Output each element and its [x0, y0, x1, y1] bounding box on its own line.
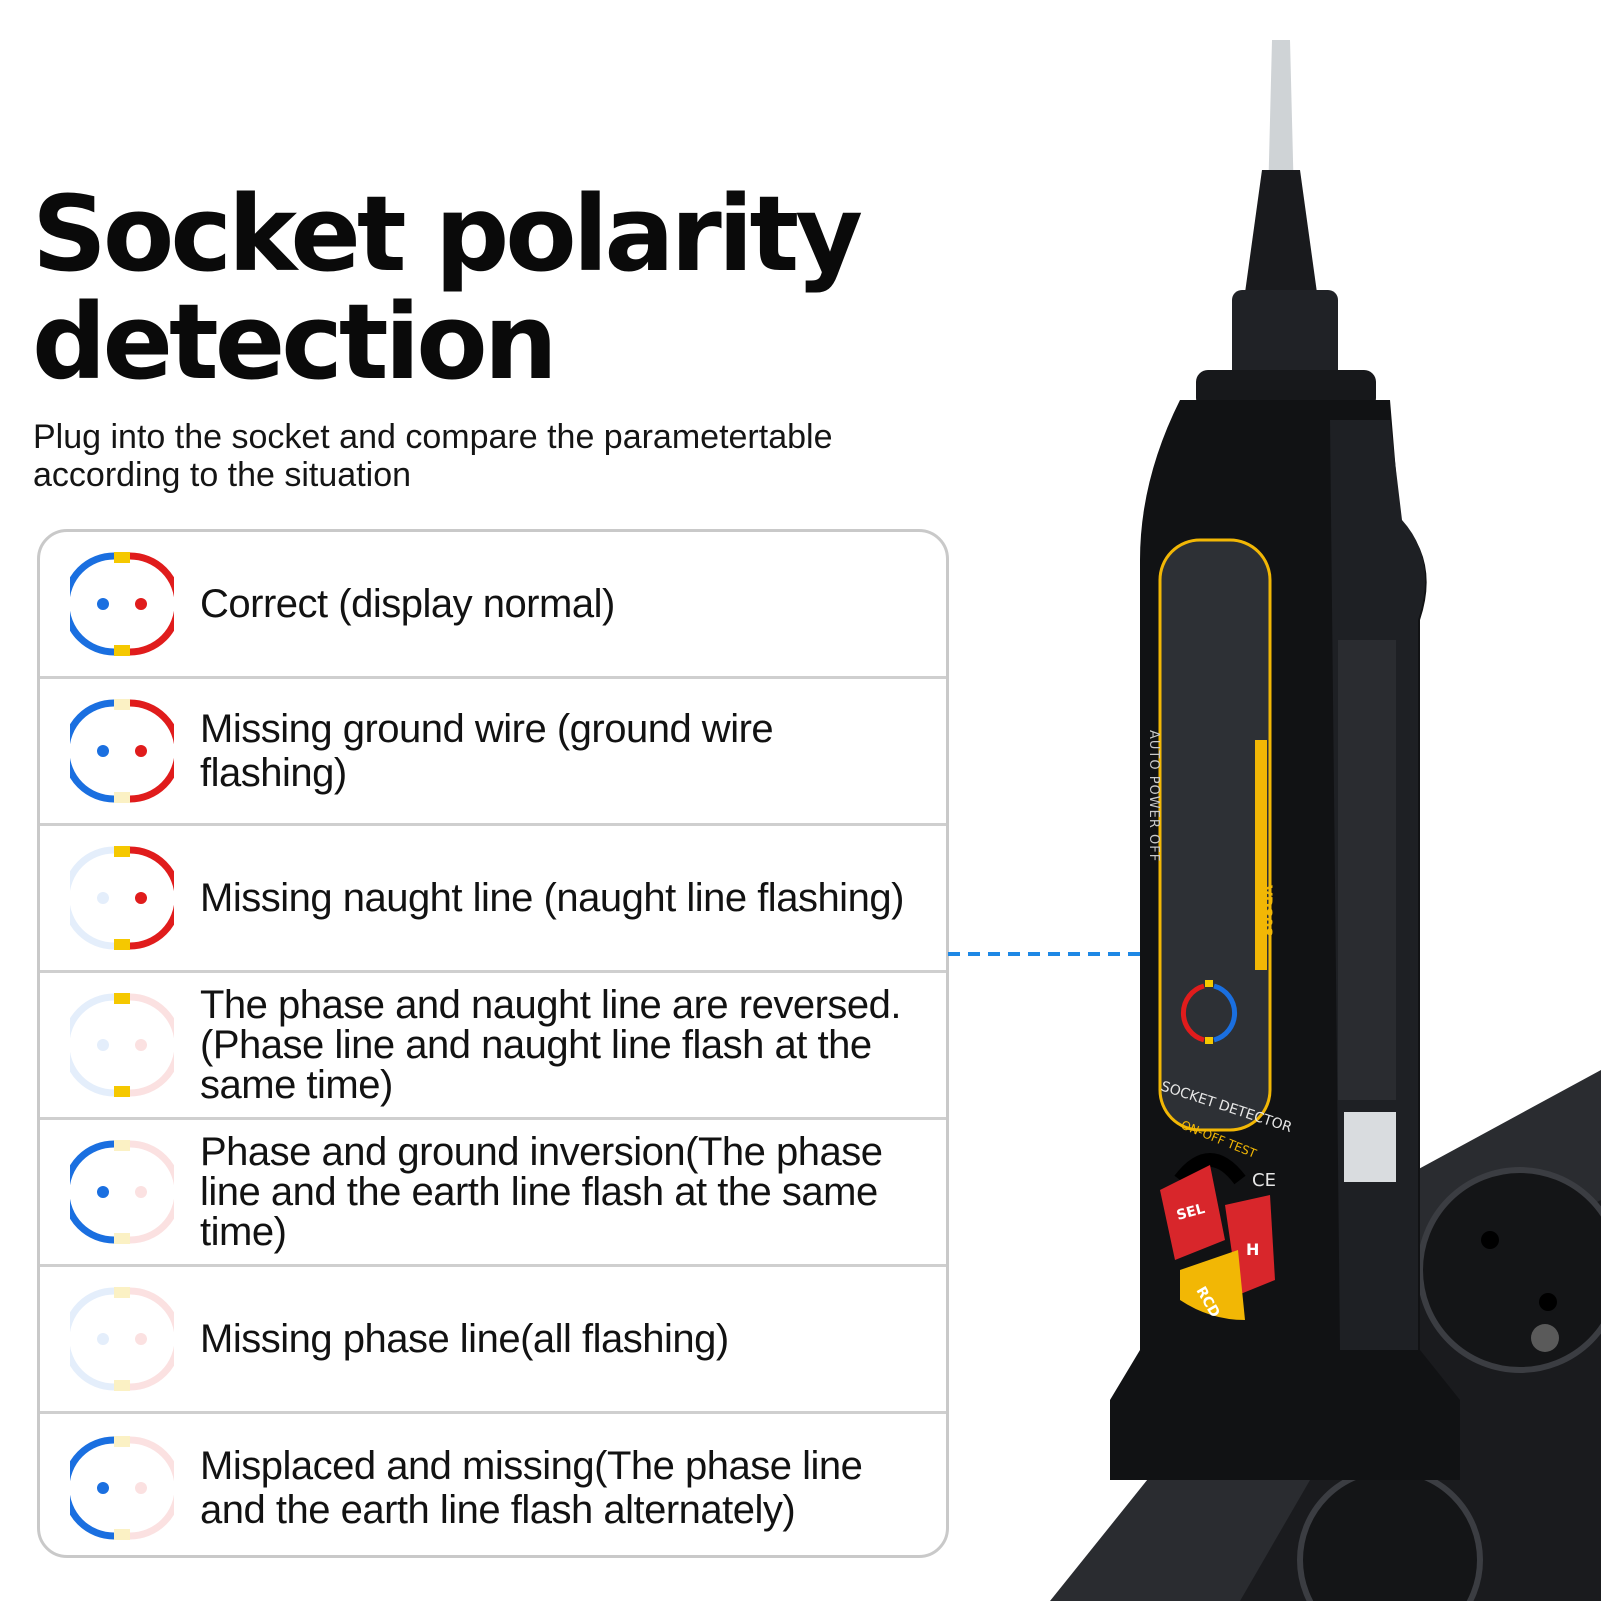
detector-body: AUTO POWER OFF VD808 SOCKET DETECTOR ON-… [1110, 400, 1460, 1480]
probe-tip [1196, 40, 1376, 410]
socket-status-icon [70, 699, 174, 803]
row-label: The phase and naught line are reversed.(… [200, 983, 902, 1107]
sel-button-label: SEL [1175, 1201, 1207, 1224]
display-socket-icon [1180, 980, 1238, 1044]
h-button-label: H [1246, 1240, 1259, 1259]
table-row: Missing ground wire (ground wire flashin… [40, 679, 946, 826]
table-row: Missing naught line (naught line flashin… [40, 826, 946, 973]
socket-status-icon [70, 1140, 174, 1244]
socket-status-icon [70, 552, 174, 656]
table-row: Missing phase line(all flashing) [40, 1267, 946, 1414]
table-row: Misplaced and missing(The phase line and… [40, 1414, 946, 1555]
row-label: Misplaced and missing(The phase line and… [200, 1443, 863, 1532]
ce-mark: CE [1252, 1170, 1276, 1191]
row-label: Missing phase line(all flashing) [200, 1317, 729, 1361]
table-row: Correct (display normal) [40, 532, 946, 679]
side-text: AUTO POWER OFF [1146, 730, 1161, 862]
row-label: Correct (display normal) [200, 582, 615, 626]
sel-button[interactable]: SEL [1160, 1165, 1225, 1260]
table-row: The phase and naught line are reversed.(… [40, 973, 946, 1120]
socket-detector-device: AUTO POWER OFF VD808 SOCKET DETECTOR ON-… [1050, 40, 1601, 1601]
status-table: Correct (display normal) Missing ground … [37, 529, 949, 1558]
title-line-2: detection [32, 281, 558, 403]
row-label: Phase and ground inversion(The phase lin… [200, 1130, 883, 1254]
title-line-1: Socket polarity [32, 173, 863, 295]
socket-status-icon [70, 1435, 174, 1540]
page-title: Socket polarity detection [32, 173, 863, 403]
table-row: Phase and ground inversion(The phase lin… [40, 1120, 946, 1267]
subtitle: Plug into the socket and compare the par… [33, 418, 833, 494]
row-label: Missing naught line (naught line flashin… [200, 876, 904, 920]
socket-status-icon [70, 993, 174, 1097]
row-label: Missing ground wire (ground wire flashin… [200, 707, 774, 795]
socket-status-icon [70, 1287, 174, 1391]
socket-status-icon [70, 846, 174, 950]
model-label: VD808 [1258, 885, 1274, 937]
